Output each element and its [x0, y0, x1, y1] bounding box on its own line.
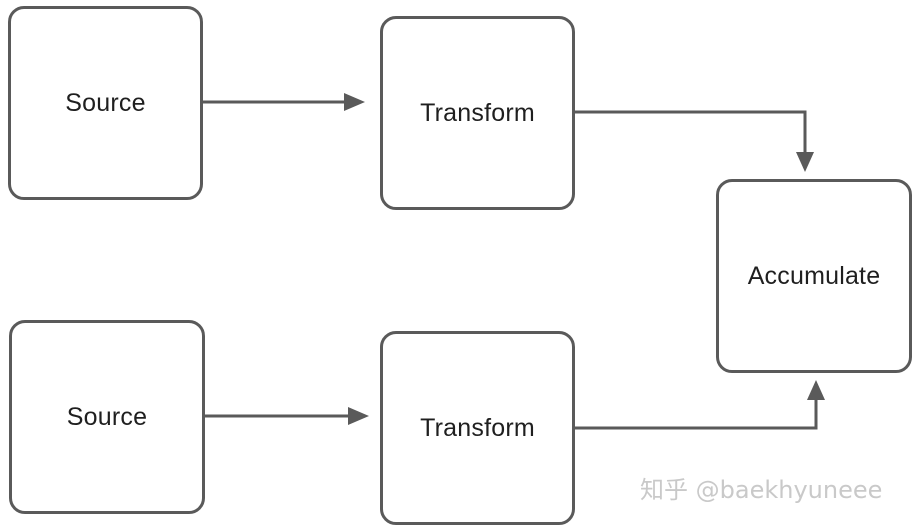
node-label: Source: [65, 88, 146, 117]
node-label: Transform: [420, 98, 535, 127]
arrowhead-icon: [796, 152, 814, 172]
watermark: 知乎 @baekhyuneee: [640, 476, 883, 504]
node-transform-2: Transform: [380, 331, 575, 525]
node-label: Accumulate: [747, 261, 881, 290]
edge-transform-1-to-accumulate: [575, 110, 814, 172]
node-source-1: Source: [8, 6, 203, 200]
arrowhead-icon: [344, 93, 365, 111]
arrowhead-icon: [348, 407, 369, 425]
node-label: Transform: [420, 413, 535, 442]
edge-source-2-to-transform-2: [205, 407, 369, 425]
node-label: Source: [66, 402, 148, 431]
node-source-2: Source: [9, 320, 205, 514]
node-transform-1: Transform: [380, 16, 575, 210]
edge-transform-2-to-accumulate: [575, 380, 825, 430]
edge-source-1-to-transform-1: [203, 93, 365, 111]
arrowhead-icon: [807, 380, 825, 400]
node-accumulate: Accumulate: [716, 179, 912, 373]
